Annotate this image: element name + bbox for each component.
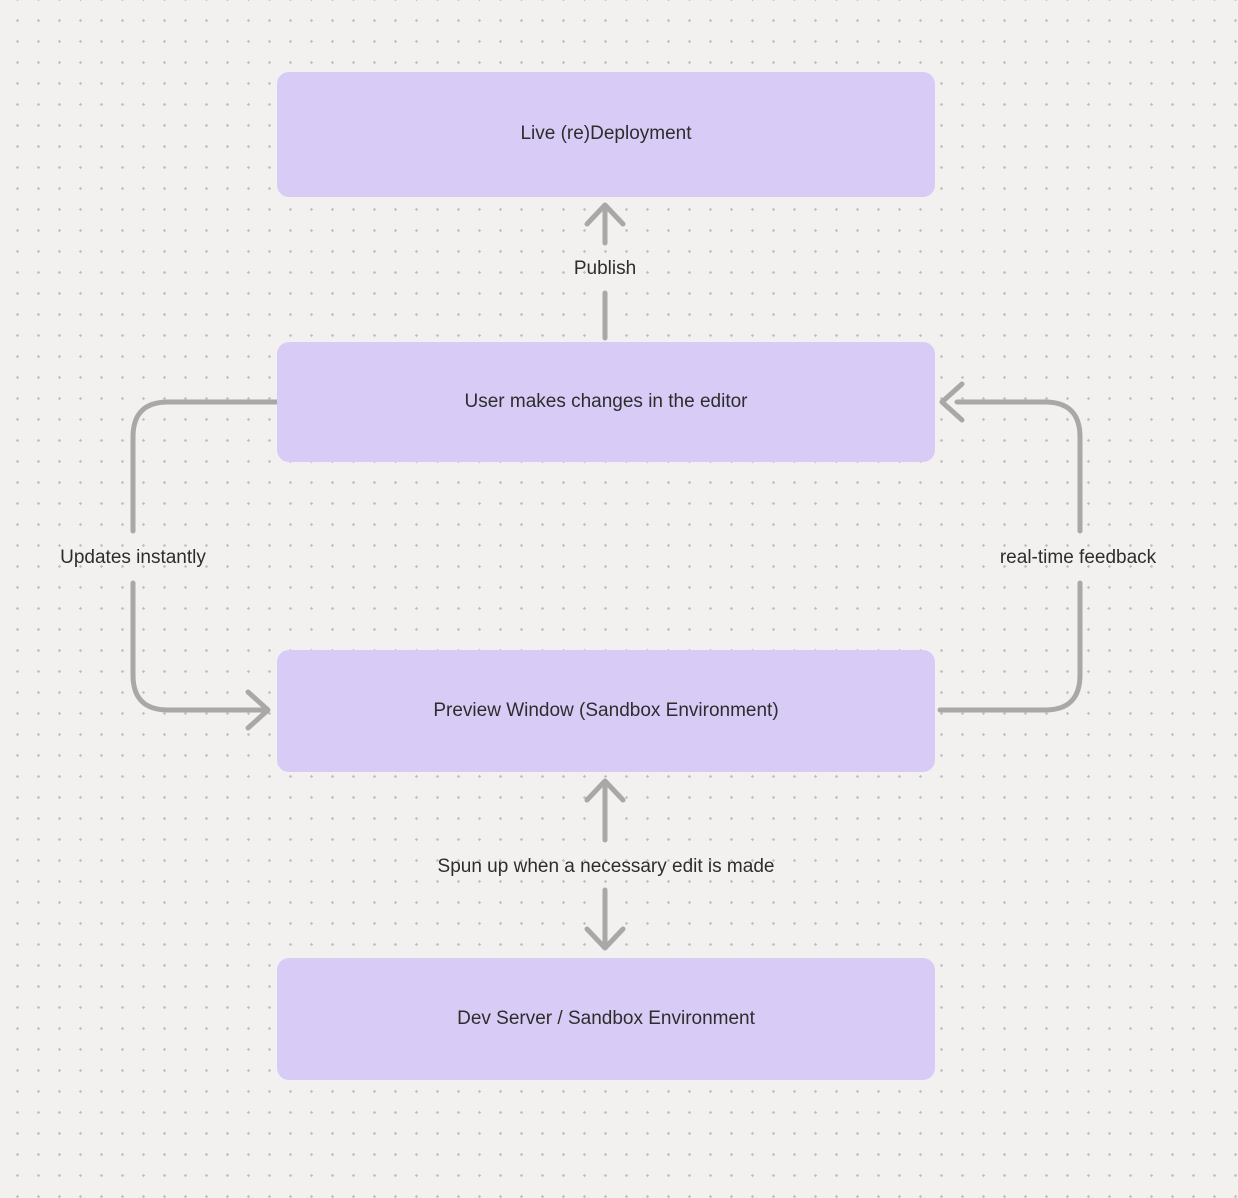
node-label: Live (re)Deployment [520, 123, 692, 145]
edge-label-updates-instantly: Updates instantly [60, 547, 206, 568]
node-label: Dev Server / Sandbox Environment [457, 1007, 755, 1029]
node-user-editor: User makes changes in the editor [277, 342, 935, 462]
node-dev-server: Dev Server / Sandbox Environment [277, 958, 935, 1080]
edge-label-publish: Publish [573, 258, 637, 279]
node-live-redeployment: Live (re)Deployment [277, 72, 935, 197]
node-label: Preview Window (Sandbox Environment) [433, 699, 779, 721]
edge-label-spun-up: Spun up when a necessary edit is made [437, 856, 775, 877]
node-preview-window: Preview Window (Sandbox Environment) [277, 650, 935, 772]
node-label: User makes changes in the editor [464, 390, 748, 412]
edge-label-real-time-feedback: real-time feedback [999, 547, 1157, 568]
